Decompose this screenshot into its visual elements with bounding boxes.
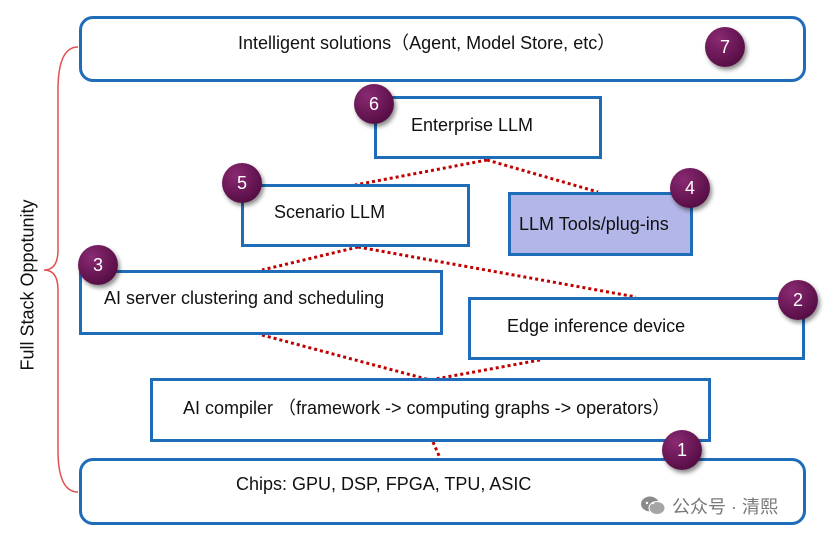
intelligent-solutions-label: Intelligent solutions（Agent, Model Store… [238,33,616,53]
edge-inference-label: Edge inference device [507,316,686,336]
wechat-icon [641,496,666,515]
ai-compiler-label: AI compiler （framework -> computing grap… [183,398,671,418]
enterprise-llm-box: Enterprise LLM [374,96,602,159]
full-stack-label: Full Stack Oppotunity [17,199,38,371]
ai-server-label: AI server clustering and scheduling [104,288,385,308]
badge-6: 6 [354,84,394,124]
badge-1: 1 [662,430,702,470]
llm-tools-box: LLM Tools/plug-ins [508,192,693,256]
connector-edge-compiler [429,358,541,382]
edge-inference-box: Edge inference device [468,297,805,360]
connector-scenario-aiserver [261,245,359,272]
chips-box: Chips: GPU, DSP, FPGA, TPU, ASIC [79,458,806,525]
scenario-llm-label: Scenario LLM [274,202,386,222]
badge-2: 2 [778,280,818,320]
intelligent-solutions-box: Intelligent solutions（Agent, Model Store… [79,16,806,82]
connector-scenario-edge [357,245,637,299]
badge-3: 3 [78,245,118,285]
full-stack-bracket [43,46,79,493]
connector-enterprise-tools [486,158,599,194]
badge-7: 7 [705,27,745,67]
ai-compiler-box: AI compiler （framework -> computing grap… [150,378,711,442]
connector-aiserver-compiler [261,333,431,382]
ai-server-box: AI server clustering and scheduling [79,270,443,335]
badge-4: 4 [670,168,710,208]
badge-5: 5 [222,163,262,203]
scenario-llm-box: Scenario LLM [241,184,470,247]
watermark: 公众号 · 清熙 [640,493,778,519]
connector-enterprise-scenario [354,158,488,187]
llm-tools-label: LLM Tools/plug-ins [519,213,669,234]
watermark-text: 公众号 · 清熙 [672,497,778,517]
enterprise-llm-label: Enterprise LLM [411,115,534,135]
chips-label: Chips: GPU, DSP, FPGA, TPU, ASIC [236,474,532,494]
connector-compiler-chips [431,441,442,459]
